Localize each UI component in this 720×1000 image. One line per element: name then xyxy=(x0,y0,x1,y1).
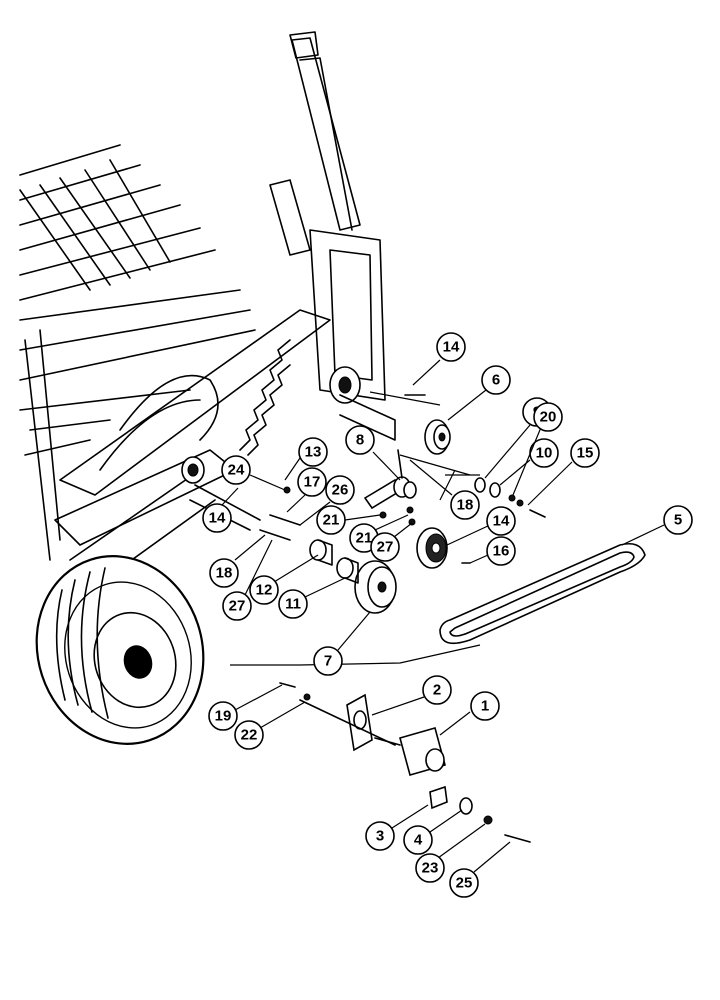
callout-23: 22 xyxy=(234,720,264,750)
svg-text:21: 21 xyxy=(323,512,340,529)
svg-text:14: 14 xyxy=(493,513,510,530)
callout-12: 12 xyxy=(249,575,279,605)
callout-25: 24 xyxy=(221,455,251,485)
rake-reel-wires xyxy=(19,144,256,561)
callout-7: 7 xyxy=(313,646,343,676)
svg-text:13: 13 xyxy=(305,444,322,461)
callout-14-top: 14 xyxy=(436,332,466,362)
svg-text:18: 18 xyxy=(216,565,233,582)
svg-text:11: 11 xyxy=(285,596,301,613)
callout-5: 5 xyxy=(663,505,693,535)
lift-mast xyxy=(269,31,386,401)
svg-text:7: 7 xyxy=(324,653,332,670)
svg-text:4: 4 xyxy=(414,832,423,849)
svg-text:27: 27 xyxy=(229,598,246,615)
idler-arm-8 xyxy=(363,476,417,510)
callout-3: 3 xyxy=(365,821,395,851)
svg-text:15: 15 xyxy=(577,445,594,462)
callout-11: 11 xyxy=(278,589,308,619)
svg-text:3: 3 xyxy=(376,828,384,845)
svg-text:24: 24 xyxy=(228,462,245,479)
spring xyxy=(239,339,291,456)
callout-24: 23 xyxy=(415,853,445,883)
callout-27-lower: 27 xyxy=(222,591,252,621)
svg-text:12: 12 xyxy=(256,582,273,599)
svg-text:18: 18 xyxy=(457,497,474,514)
callout-21-left: 21 xyxy=(316,505,346,535)
pulley-15 xyxy=(416,527,448,569)
belt-5 xyxy=(439,542,646,645)
callout-8: 8 xyxy=(345,425,375,455)
callout-28: 27 xyxy=(370,532,400,562)
callout-17: 16 xyxy=(486,536,516,566)
svg-text:22: 22 xyxy=(241,727,258,744)
callout-2: 2 xyxy=(422,675,452,705)
assembly-lines xyxy=(230,391,481,666)
callout-10: 10 xyxy=(529,438,559,468)
callout-20: 19 xyxy=(208,701,238,731)
pivot-hub xyxy=(181,366,396,531)
callout-6: 6 xyxy=(481,365,511,395)
svg-text:19: 19 xyxy=(215,708,232,725)
callout-15: 14 xyxy=(486,506,516,536)
bushing-3 xyxy=(429,785,448,810)
svg-text:1: 1 xyxy=(481,698,489,715)
pulley-6 xyxy=(424,419,451,455)
svg-text:21: 21 xyxy=(356,530,373,547)
callout-1: 1 xyxy=(470,691,500,721)
washer-4 xyxy=(459,797,473,815)
callout-21-right: 20 xyxy=(533,402,563,432)
svg-text:5: 5 xyxy=(674,512,682,529)
callout-4: 4 xyxy=(403,825,433,855)
callout-27-upper: 26 xyxy=(325,475,355,505)
svg-text:10: 10 xyxy=(536,445,553,462)
pulley-7 xyxy=(354,560,397,614)
callout-18-lower: 18 xyxy=(209,558,239,588)
svg-text:2: 2 xyxy=(433,682,441,699)
callout-18-upper: 17 xyxy=(297,467,327,497)
svg-text:14: 14 xyxy=(443,339,460,356)
svg-text:27: 27 xyxy=(377,539,394,556)
svg-text:17: 17 xyxy=(304,474,321,491)
main-frame xyxy=(54,309,331,591)
svg-text:16: 16 xyxy=(493,543,510,560)
svg-text:23: 23 xyxy=(422,860,439,877)
callout-26: 25 xyxy=(449,868,479,898)
svg-text:25: 25 xyxy=(456,875,473,892)
callout-19: 18 xyxy=(450,490,480,520)
svg-text:26: 26 xyxy=(332,482,349,499)
gearbox-1 xyxy=(374,727,446,776)
nut-24 xyxy=(483,815,493,825)
callouts: 1 2 3 4 5 6 7 8 9 10 11 12 13 xyxy=(202,332,693,898)
bolts xyxy=(259,394,546,843)
svg-text:20: 20 xyxy=(540,409,557,426)
wheel-assembly xyxy=(35,555,205,745)
svg-text:14: 14 xyxy=(209,510,226,527)
flange-2 xyxy=(299,693,396,752)
callout-16: 15 xyxy=(570,438,600,468)
callout-14-left: 14 xyxy=(202,503,232,533)
svg-text:8: 8 xyxy=(356,432,364,449)
hub-parts xyxy=(283,477,524,701)
svg-text:6: 6 xyxy=(492,372,500,389)
callout-13: 13 xyxy=(298,437,328,467)
